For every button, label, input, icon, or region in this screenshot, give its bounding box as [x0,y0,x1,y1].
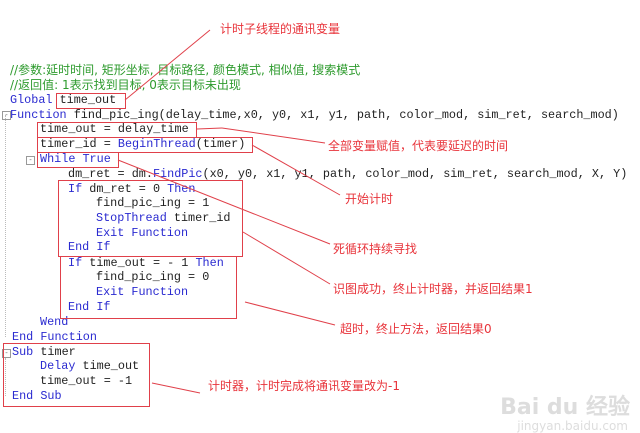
fold-toggle-icon[interactable]: - [2,111,11,120]
keyword: Then [167,182,196,196]
code-text: (x0, y0, x1, y1, path, color_mod, sim_re… [202,167,628,181]
highlight-box [56,93,126,109]
fold-toggle-icon[interactable]: - [26,156,35,165]
leader-line [251,144,341,196]
code-line: find_pic_ing = 0 [96,270,210,284]
code-text: time_out [75,359,140,373]
code-line: End Sub [12,389,62,403]
code-line: time_out = delay_time [40,122,189,136]
fold-toggle-icon[interactable]: - [2,349,11,358]
code-text: dm_ret = 0 [82,182,168,196]
annotation-start-timer: 开始计时 [345,192,394,206]
keyword: If [68,182,83,196]
leader-line [221,127,326,144]
code-line: time_out = -1 [40,374,133,388]
keyword: If [68,256,83,270]
keyword: Global [10,93,53,107]
leader-line [244,301,336,326]
keyword: Then [195,256,224,270]
fold-guide [5,115,6,337]
leader-line [117,159,331,245]
annotation-timeout: 超时，终止方法，返回结果0 [340,322,492,336]
code-line: End If [68,300,111,314]
watermark-logo: Bai du 经验 [500,395,630,420]
code-text: find_pic_ing(delay_time,x0, y0, x1, y1, … [66,108,619,122]
annotation-assign: 全部变量赋值，代表要延迟的时间 [328,139,509,153]
code-line: Function find_pic_ing(delay_time,x0, y0,… [10,108,619,123]
annotation-loop: 死循环持续寻找 [333,242,418,256]
keyword: StopThread [96,211,167,225]
code-line: Delay time_out [40,359,139,374]
leader-line [242,231,331,285]
code-line: Global time_out [10,93,116,108]
code-line: find_pic_ing = 1 [96,196,210,210]
watermark-url: jingyan.baidu.com [517,419,628,433]
code-line: While True [40,152,111,166]
code-line: If time_out = - 1 Then [68,256,224,271]
annotation-comm-var: 计时子线程的通讯变量 [220,22,341,36]
code-text: time_out = - 1 [82,256,196,270]
code-line: End Function [12,330,97,344]
annotation-timer-sub: 计时器，计时完成将通讯变量改为-1 [208,379,400,393]
code-line: Sub timer [12,345,76,360]
code-line: End If [68,240,111,254]
keyword: BeginThread [117,137,196,151]
code-line: Exit Function [96,226,189,240]
keyword: Function [10,108,67,122]
code-line: dm_ret = dm.FindPic(x0, y0, x1, y1, path… [68,167,627,182]
leader-line [151,382,201,394]
keyword: Sub [12,345,34,359]
code-line: StopThread timer_id [96,211,231,226]
fold-guide [5,358,6,396]
leader-line [196,127,223,130]
code-comment: //参数:延时时间, 矩形坐标, 目标路径, 颜色模式, 相似值, 搜索模式 [10,63,361,77]
code-comment: //返回值: 1表示找到目标, 0表示目标未出现 [10,78,241,92]
highlight-box [3,343,150,407]
code-line: If dm_ret = 0 Then [68,182,195,197]
code-text: timer_id = [40,137,118,151]
annotation-found: 识图成功，终止计时器，并返回结果1 [333,282,533,296]
code-text: timer [33,345,76,359]
highlight-box [60,256,237,319]
leader-line [124,29,211,101]
code-text: timer_id [166,211,231,225]
code-text: dm_ret = dm. [68,167,153,181]
code-text: (timer) [195,137,246,151]
keyword: FindPic [152,167,203,181]
code-line: Exit Function [96,285,189,299]
keyword: Delay [40,359,76,373]
code-line: timer_id = BeginThread(timer) [40,137,245,152]
code-text: time_out [52,93,117,107]
